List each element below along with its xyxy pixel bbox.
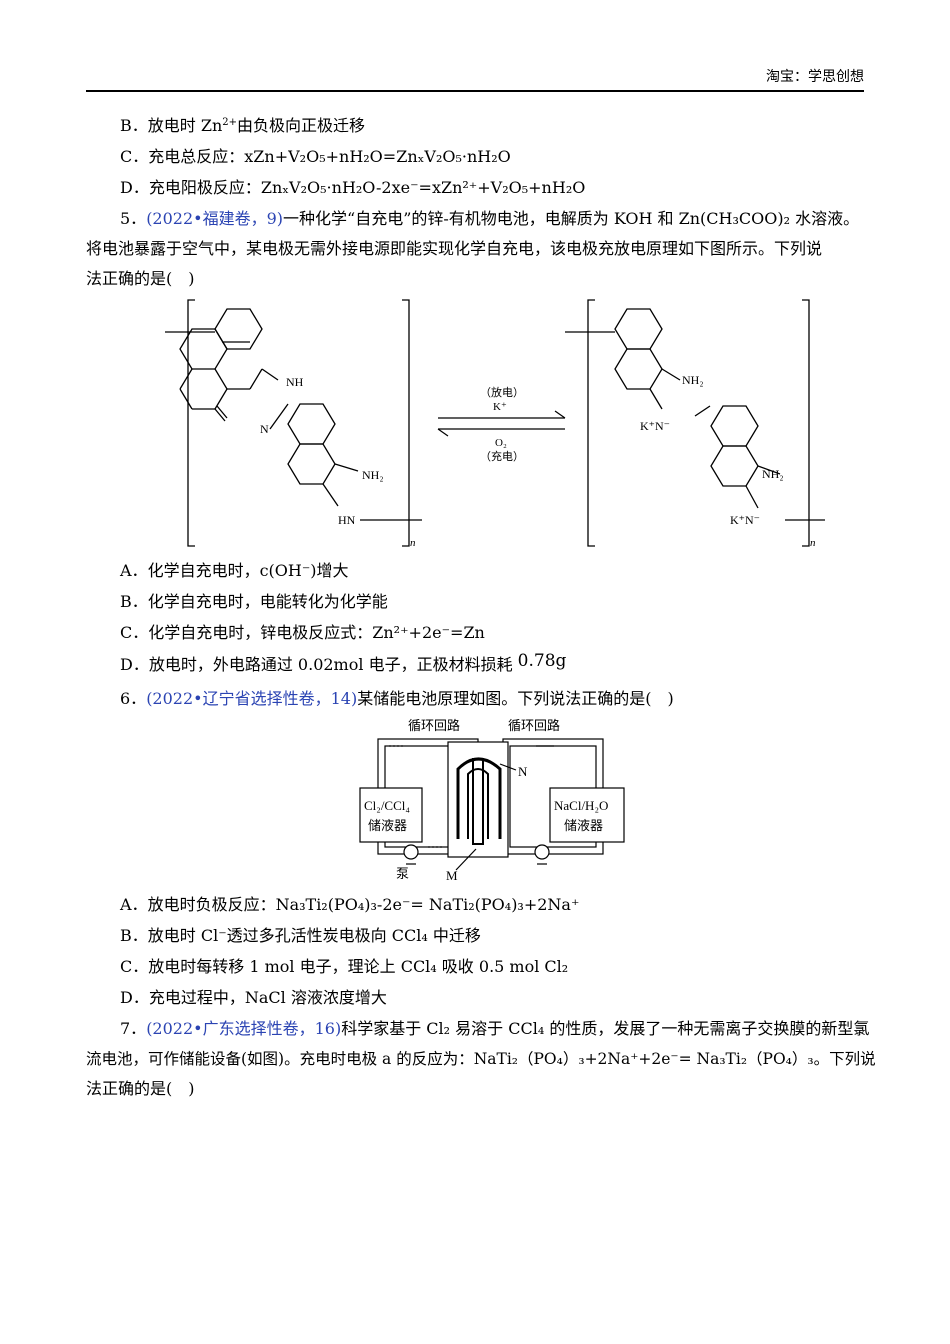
label-nh2-b: NH₂ <box>762 467 784 481</box>
label-nh: NH <box>286 375 304 389</box>
loop-right-label: 循环回路 <box>508 718 560 733</box>
q5-option-b: B．化学自充电时，电能转化为化学能 <box>120 592 388 611</box>
arrow-charge: （充电） <box>480 449 524 463</box>
label-nh2-a: NH₂ <box>682 373 704 387</box>
q5-stem-line2: 将电池暴露于空气中，某电极无需外接电源即能实现化学自充电，该电极充放电原理如下图… <box>86 239 823 258</box>
q7-source: (2022•广东选择性卷，16) <box>146 1019 342 1038</box>
left-tank-label-1: Cl₂/CCl₄ <box>364 798 410 813</box>
option-letter: B． <box>120 116 148 135</box>
q6-option-b: B．放电时 Cl⁻透过多孔活性炭电极向 CCl₄ 中迁移 <box>120 926 481 945</box>
label-m: M <box>446 868 458 883</box>
arrow-k: K⁺ <box>493 401 507 413</box>
q6-option-c: C．放电时每转移 1 mol 电子，理论上 CCl₄ 吸收 0.5 mol Cl… <box>120 957 569 976</box>
label-n-subscript: n <box>410 537 416 549</box>
label-kn-1: K⁺N⁻ <box>640 419 670 433</box>
q4-option-b: B．放电时 Zn2+由负极向正极迁移 <box>120 116 366 135</box>
q6-option-a: A．放电时负极反应：Na₃Ti₂(PO₄)₃-2e⁻= NaTi₂(PO₄)₃+… <box>120 895 580 914</box>
q6-source: (2022•辽宁省选择性卷，14) <box>146 689 358 708</box>
arrow-o2: O₂ <box>495 437 507 449</box>
q4-option-c: C．充电总反应：xZn+V₂O₅+nH₂O=ZnₓV₂O₅·nH₂O <box>120 147 511 166</box>
label-pump: 泵 <box>396 866 409 881</box>
q7-stem-line3: 法正确的是( ) <box>86 1079 195 1098</box>
label-n: N <box>518 764 528 779</box>
q5-option-c: C．化学自充电时，锌电极反应式：Zn²⁺+2e⁻=Zn <box>120 623 485 642</box>
label-n: N <box>260 422 269 436</box>
page-header: 淘宝：学思创想 <box>86 66 864 92</box>
q6-option-d: D．充电过程中，NaCl 溶液浓度增大 <box>120 988 387 1007</box>
q4-option-d: D．充电阳极反应：ZnₓV₂O₅·nH₂O-2xe⁻=xZn²⁺+V₂O₅+nH… <box>120 178 586 197</box>
label-nh2: NH₂ <box>362 468 384 482</box>
q6-battery-figure: 循环回路 循环回路 Cl₂/CCl₄ 储液器 NaCl/H₂O 储液器 N M … <box>359 718 625 883</box>
q5-option-a: A．化学自充电时，c(OH⁻)增大 <box>120 561 349 580</box>
q7-stem-line1: 7．(2022•广东选择性卷，16)科学家基于 Cl₂ 易溶于 CCl₄ 的性质… <box>120 1019 870 1038</box>
label-hn: HN <box>338 513 356 527</box>
q6-stem: 6．(2022•辽宁省选择性卷，14)某储能电池原理如图。下列说法正确的是( ) <box>120 689 674 708</box>
left-tank-label-2: 储液器 <box>368 818 407 833</box>
label-kn-2: K⁺N⁻ <box>730 513 760 527</box>
arrow-discharge: （放电） <box>480 385 524 399</box>
right-tank-label-1: NaCl/H₂O <box>554 798 608 813</box>
q5-stem-line3: 法正确的是( ) <box>86 269 195 288</box>
loop-left-label: 循环回路 <box>408 718 460 733</box>
q7-stem-line2: 流电池，可作储能设备(如图)。充电时电极 a 的反应为：NaTi₂（PO₄）₃+… <box>86 1050 876 1068</box>
q5-structure-figure: NH N NH₂ HN n （放电） K⁺ O₂ （充电） NH₂ K⁺N⁻ N… <box>165 299 825 549</box>
label-n-subscript-right: n <box>810 537 816 549</box>
right-tank-label-2: 储液器 <box>564 818 603 833</box>
q5-stem-line1: 5．(2022•福建卷，9)一种化学“自充电”的锌-有机物电池，电解质为 KOH… <box>120 209 860 228</box>
q5-source: (2022•福建卷，9) <box>146 209 284 228</box>
q5-option-d: D．放电时，外电路通过 0.02mol 电子，正极材料损耗 0.78g <box>120 651 567 674</box>
